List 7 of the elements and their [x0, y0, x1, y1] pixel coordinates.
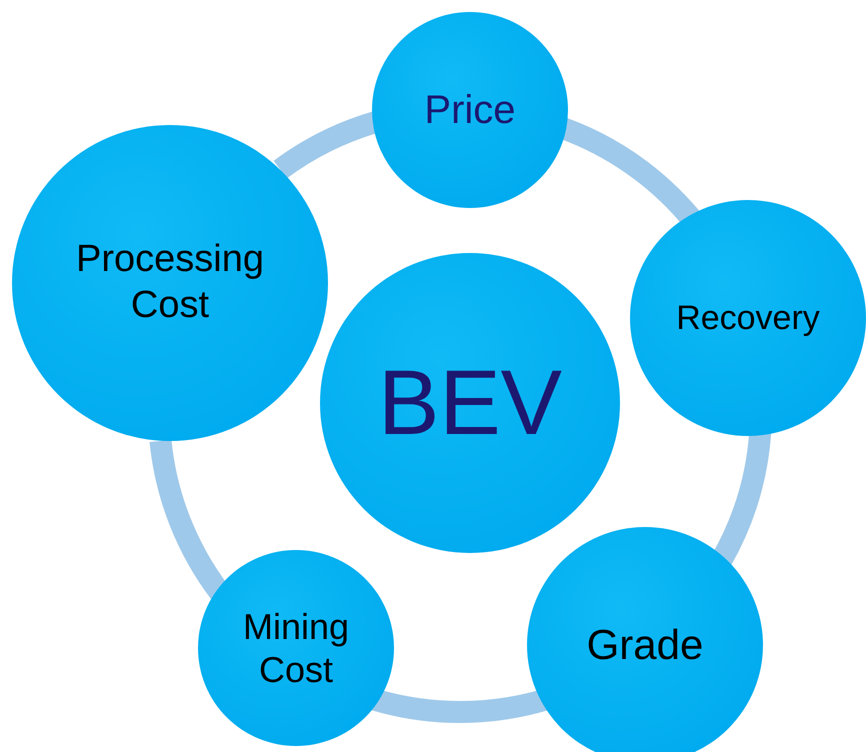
node-label: Mining Cost: [242, 604, 350, 692]
node-label: Processing Cost: [75, 237, 265, 328]
node-label: BEV: [378, 350, 562, 456]
node-label: Price: [424, 87, 516, 134]
node-label: Grade: [586, 620, 704, 670]
ring-connector: [372, 688, 548, 723]
node-label: Recovery: [676, 298, 820, 338]
